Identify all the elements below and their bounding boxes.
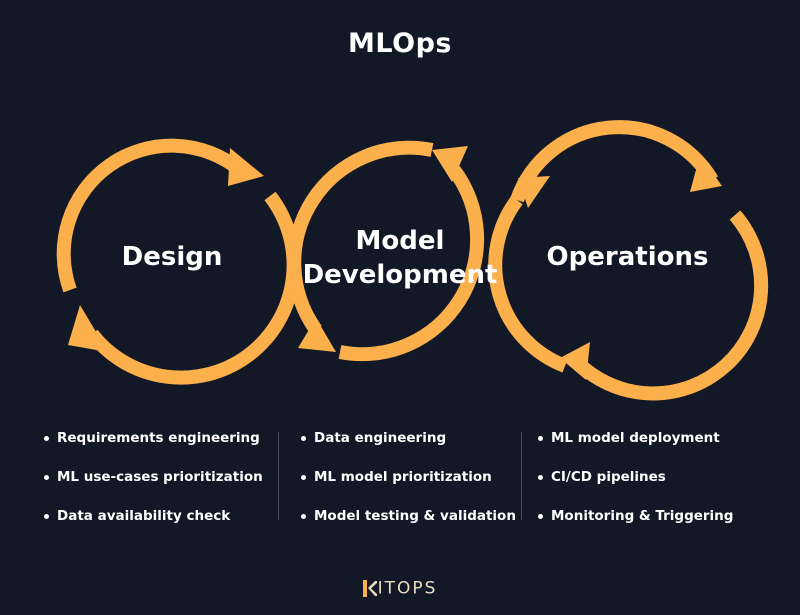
dev-arc-left	[287, 140, 434, 335]
dev-arrow-head-top	[432, 146, 468, 182]
kitops-logo: ITOPS	[0, 578, 800, 599]
list-item: ML model deployment	[536, 424, 733, 463]
stage-label-model-development: Model Development	[302, 226, 498, 290]
logo-text: ITOPS	[377, 578, 438, 599]
mlops-cycle-diagram	[56, 120, 769, 401]
list-item: Monitoring & Triggering	[536, 502, 733, 541]
stage-label-operations: Operations	[546, 242, 709, 272]
design-arrow-head-right	[228, 148, 264, 186]
design-arc-top	[56, 138, 245, 293]
design-task-list: Requirements engineering ML use-cases pr…	[42, 424, 263, 541]
list-item: Requirements engineering	[42, 424, 263, 463]
list-item: ML use-cases prioritization	[42, 463, 263, 502]
design-arrow-head-left	[68, 305, 108, 352]
operations-task-list: ML model deployment CI/CD pipelines Moni…	[536, 424, 733, 541]
ops-arrow-head-top	[518, 176, 550, 208]
design-arc-bottom	[86, 191, 301, 385]
page-title: MLOps	[348, 28, 452, 59]
list-item: ML model prioritization	[299, 463, 516, 502]
ops-arc-left	[488, 195, 568, 373]
kitops-k-icon	[362, 580, 377, 597]
list-item: CI/CD pipelines	[536, 463, 733, 502]
list-item: Data availability check	[42, 502, 263, 541]
stage-label-design: Design	[121, 242, 223, 272]
dev-arrow-head-bottom	[298, 318, 336, 352]
ops-arc-top	[510, 120, 719, 203]
ops-arc-right	[569, 210, 769, 401]
ops-arrow-head-right	[690, 155, 722, 192]
dev-arc-right	[338, 165, 485, 362]
ops-arrow-head-bottom	[560, 342, 590, 380]
model-development-task-list: Data engineering ML model prioritization…	[299, 424, 516, 541]
list-item: Data engineering	[299, 424, 516, 463]
column-divider	[278, 432, 279, 520]
column-divider	[521, 432, 522, 520]
list-item: Model testing & validation	[299, 502, 516, 541]
